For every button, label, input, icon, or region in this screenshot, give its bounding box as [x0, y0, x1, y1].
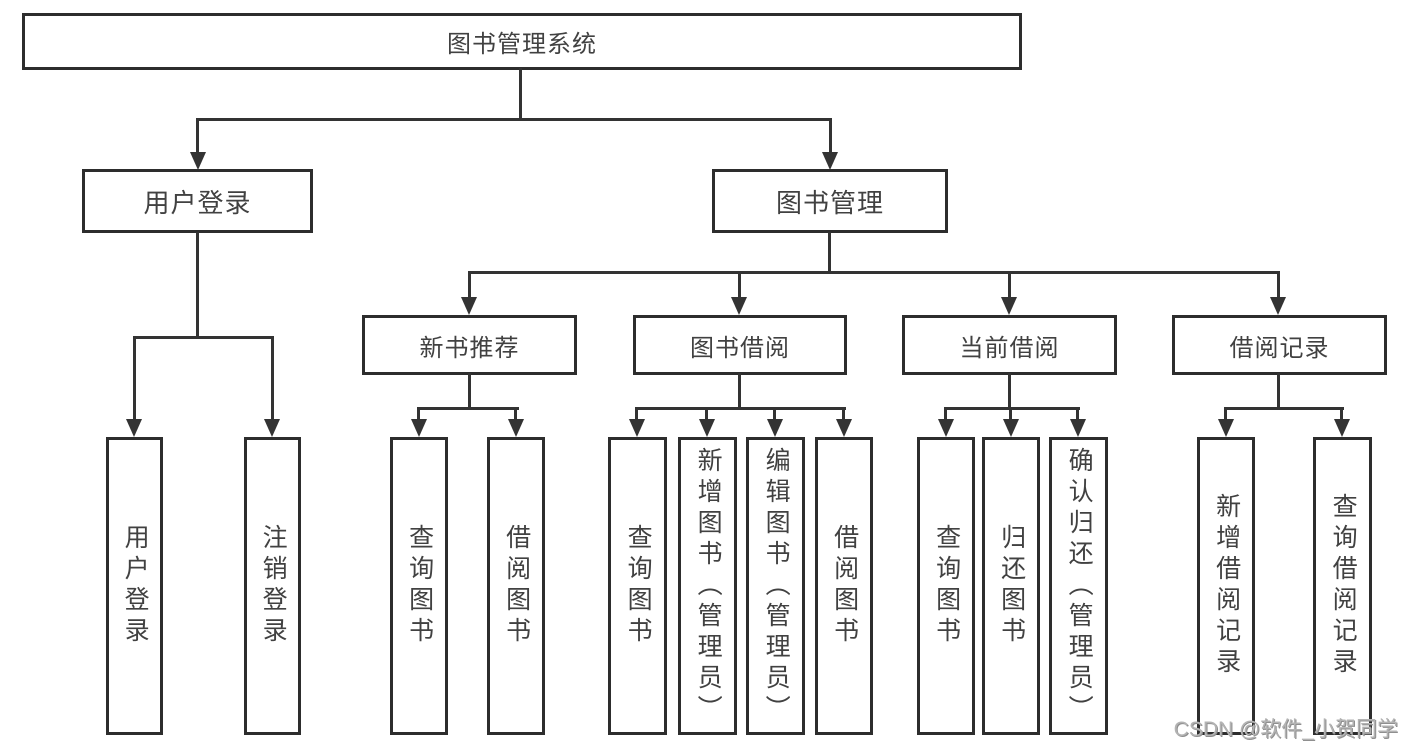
leaf-label: 新增借阅记录	[1212, 493, 1241, 679]
arrowhead-down-icon	[461, 297, 477, 315]
connector	[1277, 271, 1280, 299]
connector	[1076, 407, 1079, 421]
node-label: 借阅记录	[1229, 334, 1330, 362]
connector	[829, 118, 832, 155]
arrowhead-down-icon	[836, 419, 852, 437]
leaf-add-borrow-record: 新增借阅记录	[1197, 437, 1255, 735]
connector	[738, 271, 741, 299]
node-library-management-system: 图书管理系统	[22, 13, 1022, 70]
connector	[1009, 407, 1012, 421]
leaf-borrow-books-borrowing: 借阅图书	[815, 437, 873, 735]
connector	[738, 373, 741, 409]
leaf-logout: 注销登录	[244, 437, 301, 735]
arrowhead-down-icon	[190, 152, 206, 170]
arrowhead-down-icon	[767, 419, 783, 437]
arrowhead-down-icon	[699, 419, 715, 437]
leaf-query-books-current: 查询图书	[917, 437, 975, 735]
connector	[828, 232, 831, 273]
connector	[1277, 373, 1280, 409]
node-label: 用户登录	[143, 187, 252, 218]
connector	[468, 271, 1280, 274]
leaf-label: 查询图书	[624, 524, 653, 648]
leaf-add-books-admin: 新增图书（管理员）	[678, 437, 737, 735]
connector	[635, 407, 638, 421]
connector	[635, 407, 846, 410]
arrowhead-down-icon	[1001, 297, 1017, 315]
connector	[271, 336, 274, 420]
leaf-label: 归还图书	[997, 524, 1026, 648]
connector	[196, 118, 199, 155]
arrowhead-down-icon	[508, 419, 524, 437]
node-label: 图书管理系统	[447, 31, 597, 58]
node-book-management: 图书管理	[712, 169, 948, 233]
leaf-label: 查询图书	[405, 524, 434, 648]
connector	[1224, 407, 1344, 410]
connector	[944, 407, 1080, 410]
connector	[842, 407, 845, 421]
leaf-label: 编辑图书（管理员）	[762, 446, 791, 726]
connector	[196, 232, 199, 338]
connector	[1008, 271, 1011, 299]
arrowhead-down-icon	[1270, 297, 1286, 315]
leaf-confirm-return-admin: 确认归还（管理员）	[1049, 437, 1108, 735]
leaf-query-books-borrowing: 查询图书	[608, 437, 667, 735]
arrowhead-down-icon	[731, 297, 747, 315]
connector	[1340, 407, 1343, 421]
leaf-edit-books-admin: 编辑图书（管理员）	[746, 437, 805, 735]
connector	[519, 68, 522, 120]
node-user-login: 用户登录	[82, 169, 313, 233]
leaf-label: 新增图书（管理员）	[694, 446, 723, 726]
node-current-borrowing: 当前借阅	[902, 315, 1117, 375]
connector	[514, 407, 517, 421]
connector	[944, 407, 947, 421]
node-label: 新书推荐	[419, 334, 520, 362]
connector	[133, 336, 274, 339]
leaf-return-books: 归还图书	[982, 437, 1040, 735]
connector	[468, 271, 471, 299]
leaf-label: 用户登录	[121, 524, 150, 648]
leaf-label: 查询借阅记录	[1329, 493, 1358, 679]
connector	[705, 407, 708, 421]
arrowhead-down-icon	[264, 419, 280, 437]
node-label: 图书管理	[775, 187, 884, 218]
leaf-label: 借阅图书	[830, 524, 859, 648]
leaf-label: 注销登录	[259, 524, 288, 648]
node-label: 图书借阅	[690, 334, 790, 362]
connector	[1008, 373, 1011, 409]
connector	[468, 373, 471, 409]
arrowhead-down-icon	[822, 152, 838, 170]
node-new-book-recommend: 新书推荐	[362, 315, 577, 375]
arrowhead-down-icon	[1218, 419, 1234, 437]
leaf-borrow-books-recommend: 借阅图书	[487, 437, 545, 735]
connector	[133, 336, 136, 420]
leaf-label: 确认归还（管理员）	[1065, 446, 1094, 726]
csdn-watermark: CSDN @软件_小贺同学	[1173, 718, 1398, 741]
leaf-query-books-recommend: 查询图书	[390, 437, 448, 735]
arrowhead-down-icon	[938, 419, 954, 437]
connector	[417, 407, 420, 421]
node-label: 当前借阅	[959, 334, 1060, 362]
arrowhead-down-icon	[411, 419, 427, 437]
node-book-borrowing: 图书借阅	[633, 315, 847, 375]
connector	[773, 407, 776, 421]
arrowhead-down-icon	[1070, 419, 1086, 437]
connector	[417, 407, 519, 410]
leaf-label: 查询图书	[932, 524, 961, 648]
leaf-label: 借阅图书	[502, 524, 531, 648]
leaf-query-borrow-record: 查询借阅记录	[1313, 437, 1372, 735]
node-borrowing-records: 借阅记录	[1172, 315, 1387, 375]
arrowhead-down-icon	[1003, 419, 1019, 437]
connector	[196, 118, 832, 121]
arrowhead-down-icon	[126, 419, 142, 437]
connector	[1224, 407, 1227, 421]
arrowhead-down-icon	[1334, 419, 1350, 437]
arrowhead-down-icon	[629, 419, 645, 437]
leaf-user-login: 用户登录	[106, 437, 163, 735]
